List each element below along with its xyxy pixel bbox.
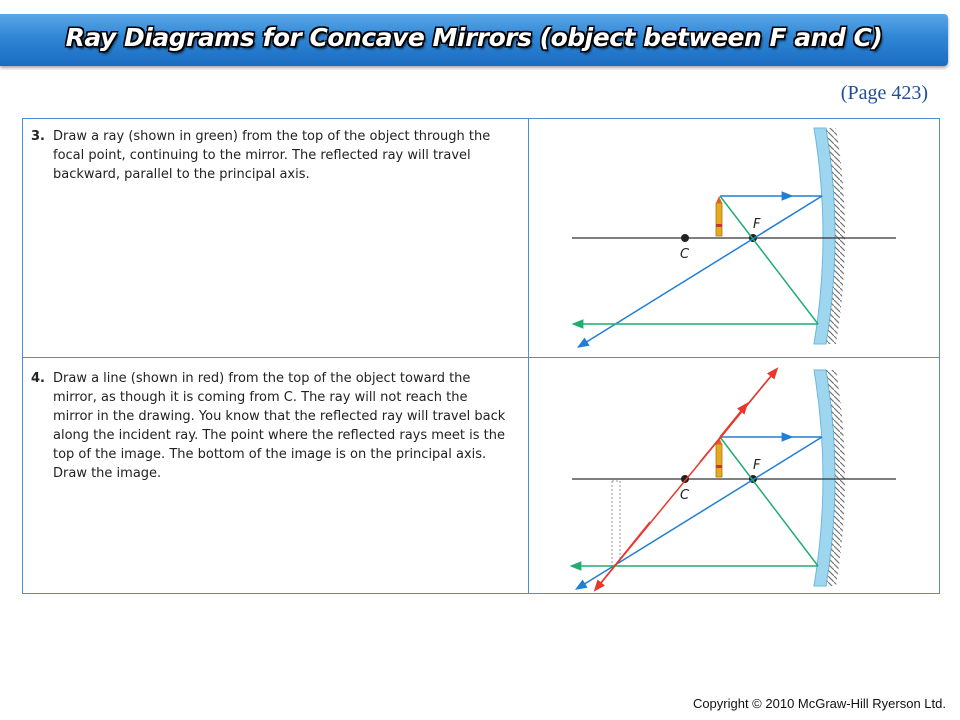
step-4: 4. Draw a line (shown in red) from the t…: [31, 369, 511, 483]
step-3-number: 3.: [31, 129, 45, 144]
label-c: C: [680, 247, 690, 262]
step-4-number: 4.: [31, 371, 45, 386]
blue-ray-reflected: [576, 195, 823, 348]
title-bar: [0, 14, 948, 66]
object-candle: [715, 196, 723, 237]
step-4-text: Draw a line (shown in red) from the top …: [53, 371, 506, 481]
instruction-table: 3. Draw a ray (shown in green) from the …: [22, 118, 940, 594]
blue-ray-reflected: [574, 436, 823, 590]
diagram-step-3: C F: [571, 127, 896, 348]
page-reference: (Page 423): [840, 82, 928, 104]
copyright-notice: Copyright © 2010 McGraw-Hill Ryerson Ltd…: [692, 696, 946, 711]
slide-title: Ray Diagrams for Concave Mirrors (object…: [65, 23, 883, 52]
center-of-curvature-point: [681, 234, 689, 242]
green-ray-through-focus: [719, 436, 819, 567]
inverted-image-outline: [611, 480, 621, 566]
step-3-text: Draw a ray (shown in green) from the top…: [53, 129, 491, 182]
label-f: F: [753, 458, 761, 473]
green-ray-through-focus: [719, 195, 819, 325]
center-of-curvature-point: [681, 475, 689, 483]
red-ray-reflected-arrow: [593, 521, 651, 592]
row-divider: [23, 357, 939, 358]
concave-mirror: [813, 127, 845, 345]
label-c: C: [680, 488, 690, 503]
label-f: F: [753, 217, 761, 232]
column-divider: [528, 119, 529, 593]
red-ray-mid-arrow: [719, 402, 749, 438]
diagram-step-4: C F: [569, 367, 896, 592]
step-3: 3. Draw a ray (shown in green) from the …: [31, 127, 511, 184]
concave-mirror: [813, 369, 845, 587]
